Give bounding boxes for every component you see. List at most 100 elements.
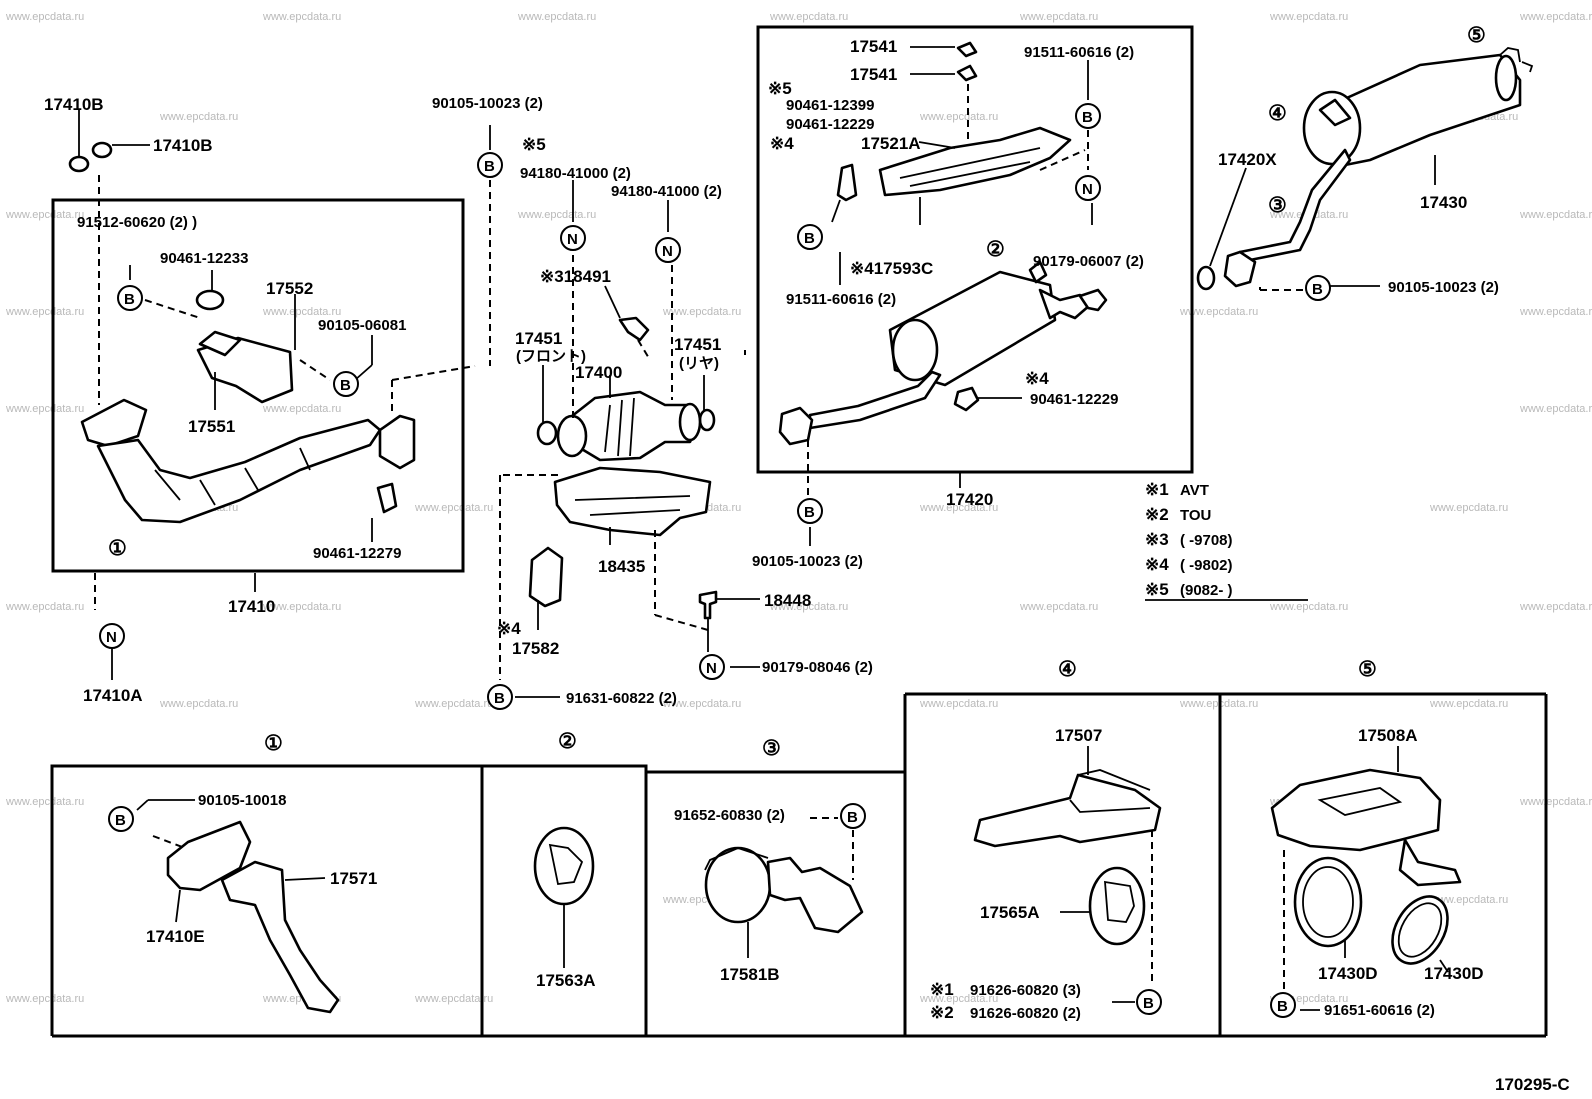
ring-17430d-b <box>1391 895 1449 965</box>
label-note5-a: ※5 <box>522 135 546 154</box>
label-17541-a: 17541 <box>850 37 897 56</box>
label-17410b-b: 17410B <box>153 136 213 155</box>
label-90461-12279: 90461-12279 <box>313 545 401 562</box>
marker-b: B <box>487 684 513 710</box>
marker-b: B <box>797 498 823 524</box>
hanger-17541-a <box>956 41 978 58</box>
watermark: www.epcdata.ru <box>5 11 84 23</box>
rear-flange <box>378 414 416 470</box>
watermark: www.epcdata.ru <box>5 209 84 221</box>
marker-n: N <box>99 623 125 649</box>
marker-b: B <box>1270 992 1296 1018</box>
watermark: www.epcdata.ru <box>5 796 84 808</box>
marker-n: N <box>655 237 681 263</box>
marker-b: B <box>840 803 866 829</box>
watermark: www.epcdata.ru <box>159 111 238 123</box>
note-4-text: ( -9802) <box>1180 557 1233 574</box>
watermark: www.epcdata.ru <box>414 502 493 514</box>
svg-text:B: B <box>1277 998 1288 1015</box>
svg-text:N: N <box>106 629 117 646</box>
detail-1-brackets: B 90105-10018 17571 17410E <box>108 792 377 1014</box>
marker-b: B <box>1305 275 1331 301</box>
marker-b: B <box>108 806 134 832</box>
watermark: www.epcdata.ru <box>1269 11 1348 23</box>
clamp-90461-12279 <box>376 482 398 514</box>
label-91626-a: 91626-60820 (3) <box>970 982 1081 999</box>
note-1-mark: ※1 <box>1145 480 1169 499</box>
label-90105-06081: 90105-06081 <box>318 317 406 334</box>
bracket-17508a <box>1270 768 1442 852</box>
label-17420: 17420 <box>946 490 993 509</box>
label-90105-10023-mid: 90105-10023 (2) <box>752 553 863 570</box>
callout-5: ⑤ <box>1467 24 1486 47</box>
bracket-17551 <box>198 330 242 357</box>
watermark: www.epcdata.ru <box>769 11 848 23</box>
gasket-17410b-a <box>68 155 90 173</box>
svg-text:B: B <box>1143 995 1154 1012</box>
watermark: www.epcdata.ru <box>414 993 493 1005</box>
bracket-17410e <box>166 820 252 892</box>
exhaust-flange <box>80 398 148 448</box>
center-pipe-flange <box>778 406 814 446</box>
label-90179-08046: 90179-08046 (2) <box>762 659 873 676</box>
svg-text:B: B <box>484 158 495 175</box>
watermark: www.epcdata.ru <box>1019 601 1098 613</box>
watermark: www.epcdata.ru <box>1519 11 1592 23</box>
svg-text:B: B <box>804 504 815 521</box>
watermark: www.epcdata.ru <box>919 111 998 123</box>
svg-text:B: B <box>1312 281 1323 298</box>
svg-text:N: N <box>662 243 673 260</box>
tail-pipe-flange <box>1223 250 1257 288</box>
diagram-code: 170295-C <box>1495 1075 1570 1094</box>
detail-callout-3: ③ <box>762 737 781 760</box>
label-94180-b: 94180-41000 (2) <box>611 183 722 200</box>
label-90105-10023-right: 90105-10023 (2) <box>1388 279 1499 296</box>
watermark: www.epcdata.ru <box>262 403 341 415</box>
label-17563a: 17563A <box>536 971 596 990</box>
label-17593c: ※417593C <box>850 259 933 278</box>
label-d4-note2: ※2 <box>930 1003 954 1022</box>
watermark: www.epcdata.ru <box>1429 698 1508 710</box>
insulator-17582 <box>528 546 564 608</box>
label-note4-b: ※4 <box>1025 369 1049 388</box>
label-90179-06007: 90179-06007 (2) <box>1033 253 1144 270</box>
label-91511-a: 91511-60616 (2) <box>1024 44 1134 61</box>
label-17430: 17430 <box>1420 193 1467 212</box>
marker-b: B <box>797 224 823 250</box>
watermark: www.epcdata.ru <box>5 601 84 613</box>
detail-5-hanger: B 17508A 17430D 17430D 91651-60616 (2) <box>1270 726 1484 1019</box>
label-17410e: 17410E <box>146 927 205 946</box>
marker-b: B <box>333 371 359 397</box>
callout-1: ① <box>108 537 127 560</box>
watermark: www.epcdata.ru <box>159 698 238 710</box>
gasket-17451-front <box>536 420 558 446</box>
svg-text:B: B <box>340 377 351 394</box>
watermark: www.epcdata.ru <box>5 993 84 1005</box>
gasket-17410b-b <box>91 141 113 159</box>
watermark: www.epcdata.ru <box>1519 403 1592 415</box>
label-90105-10023-top: 90105-10023 (2) <box>432 95 543 112</box>
label-18435: 18435 <box>598 557 645 576</box>
label-17581b: 17581B <box>720 965 780 984</box>
label-17552: 17552 <box>266 279 313 298</box>
watermark: www.epcdata.ru <box>919 993 998 1005</box>
label-17507: 17507 <box>1055 726 1102 745</box>
watermark: www.epcdata.ru <box>662 698 741 710</box>
bracket-18491 <box>618 316 650 342</box>
label-90461-12233: 90461-12233 <box>160 250 248 267</box>
svg-text:N: N <box>567 231 578 248</box>
label-17565a: 17565A <box>980 903 1040 922</box>
svg-text:B: B <box>847 809 858 826</box>
label-17410: 17410 <box>228 597 275 616</box>
detail-panels: ① ② ③ ④ ⑤ B 90105-10018 17571 17410E 175… <box>50 658 1548 1038</box>
watermark: www.epcdata.ru <box>262 601 341 613</box>
watermark: www.epcdata.ru <box>414 698 493 710</box>
gasket-17420x <box>1196 265 1216 291</box>
marker-b: B <box>1075 103 1101 129</box>
label-91652: 91652-60830 (2) <box>674 807 785 824</box>
clamp-90461-12229-b <box>953 386 980 412</box>
rubber-17581b <box>704 846 772 924</box>
detail-2-hanger: 17563A <box>533 826 596 990</box>
watermark: www.epcdata.ru <box>1429 894 1508 906</box>
